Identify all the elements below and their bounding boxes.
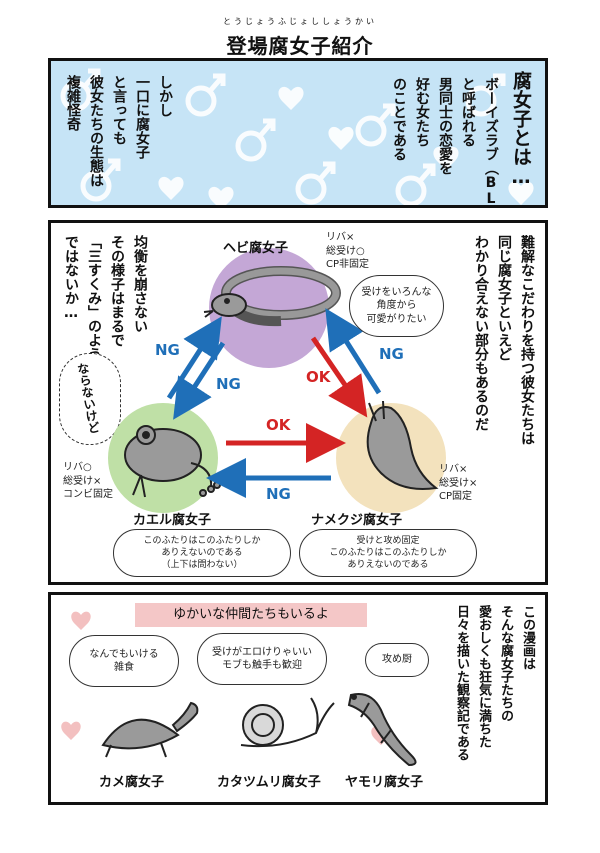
frog-name: カエル腐女子 bbox=[133, 513, 212, 528]
page-title-ruby: とうじょうふじょししょうかい bbox=[223, 17, 377, 26]
snail-name: カタツムリ腐女子 bbox=[217, 775, 321, 790]
intro-text-right: ボーイズラブ（BL） と呼ばれる 男同士の恋愛を 好む女たち のことである bbox=[389, 77, 501, 208]
intro-line: 一口に腐女子 bbox=[134, 75, 150, 159]
snake-name: ヘビ腐女子 bbox=[223, 241, 289, 256]
intro-line: 男同士の恋愛を bbox=[437, 77, 453, 175]
narration-left: 均衡を崩さない その様子はまるで 「三すくみ」のよう ではないか… bbox=[61, 235, 150, 361]
turtle-drawing bbox=[101, 701, 199, 758]
narration-line: そんな腐女子たちの bbox=[498, 605, 513, 722]
intro-line: のことである bbox=[391, 77, 407, 161]
ng-label-bottom: NG bbox=[266, 485, 291, 503]
friends-drawings bbox=[61, 611, 417, 767]
snail-drawing bbox=[240, 697, 335, 748]
ok-label-right: OK bbox=[306, 368, 331, 386]
intro-panel: 腐女子とは… ボーイズラブ（BL） と呼ばれる 男同士の恋愛を 好む女たち のこ… bbox=[48, 58, 548, 208]
slug-drawing bbox=[366, 400, 439, 490]
friends-banner: ゆかいな仲間たちもいるよ bbox=[135, 603, 367, 627]
frog-bubble: このふたりはこのふたりしか ありえないのである （上下は問わない） bbox=[113, 529, 291, 577]
arrow-snake-to-slug bbox=[310, 336, 368, 418]
narration-line: 「三すくみ」のよう bbox=[86, 235, 102, 361]
snake-traits: リバ× 総受け○ CP非固定 bbox=[326, 232, 370, 270]
gecko-bubble: 攻め厨 bbox=[365, 643, 429, 677]
narration-line: この漫画は bbox=[520, 605, 535, 670]
intro-line: ボーイズラブ（BL） bbox=[483, 77, 499, 208]
intro-line: と呼ばれる bbox=[460, 77, 476, 147]
slug-bubble: 受けと攻め固定 このふたりはこのふたりしか ありえないのである bbox=[299, 529, 477, 577]
snake-drawing bbox=[203, 266, 341, 327]
aside-burst: ならないけど bbox=[59, 353, 121, 445]
page-title: 登場腐女子紹介 bbox=[226, 34, 374, 58]
ng-label-left-outer: NG bbox=[155, 341, 180, 359]
narration-line: ではないか… bbox=[63, 235, 79, 321]
turtle-bubble: なんでもいける 雑食 bbox=[69, 635, 179, 687]
friends-panel: ゆかいな仲間たちもいるよ この漫画は そんな腐女子たちの 愛おしくも狂気に満ちた… bbox=[48, 592, 548, 805]
ok-label-bottom: OK bbox=[266, 416, 291, 434]
male-symbol-pattern bbox=[60, 68, 534, 205]
gecko-name: ヤモリ腐女子 bbox=[345, 775, 424, 790]
narration-line: 同じ腐女子といえど bbox=[496, 235, 512, 361]
triangle-diagram bbox=[108, 248, 446, 513]
ng-label-right: NG bbox=[379, 345, 404, 363]
narration-line: その様子はまるで bbox=[109, 235, 125, 347]
slug-name: ナメクジ腐女子 bbox=[311, 513, 403, 528]
intro-text-left: しかし 一口に腐女子 と言っても 彼女たちの生態は 複雑怪奇 bbox=[63, 75, 175, 187]
intro-line: 彼女たちの生態は bbox=[88, 75, 104, 187]
narration-line: わかり合えない部分もあるのだ bbox=[473, 235, 489, 431]
intro-line: 複雑怪奇 bbox=[65, 75, 81, 131]
ng-label-left-inner: NG bbox=[216, 375, 241, 393]
narration-line: 難解なこだわりを持つ彼女たちは bbox=[519, 235, 535, 445]
gecko-drawing bbox=[347, 693, 417, 767]
arrow-snake-to-frog bbox=[173, 341, 226, 420]
triangle-panel: 難解なこだわりを持つ彼女たちは 同じ腐女子といえど わかり合えない部分もあるのだ… bbox=[48, 220, 548, 585]
intro-heading: 腐女子とは… bbox=[510, 71, 532, 188]
intro-line: 好む女たち bbox=[414, 77, 430, 147]
narration-line: 愛おしくも狂気に満ちた bbox=[476, 605, 491, 748]
friends-narration: この漫画は そんな腐女子たちの 愛おしくも狂気に満ちた 日々を描いた観察記である bbox=[452, 605, 537, 761]
narration-line: 均衡を崩さない bbox=[132, 235, 148, 333]
narration-line: 日々を描いた観察記である bbox=[454, 605, 469, 761]
intro-line: しかし bbox=[157, 75, 173, 117]
frog-drawing bbox=[124, 425, 221, 498]
slug-traits: リバ× 総受け× CP固定 bbox=[439, 464, 478, 502]
snake-bubble: 受けをいろんな 角度から 可愛がりたい bbox=[349, 275, 444, 337]
narration-right: 難解なこだわりを持つ彼女たちは 同じ腐女子といえど わかり合えない部分もあるのだ bbox=[471, 235, 537, 445]
arrow-slug-to-snake bbox=[325, 308, 382, 395]
intro-line: と言っても bbox=[111, 75, 127, 145]
frog-traits: リバ○ 総受け× コンビ固定 bbox=[63, 462, 113, 500]
turtle-name: カメ腐女子 bbox=[99, 775, 165, 790]
snail-bubble: 受けがエロけりゃいい モブも触手も歓迎 bbox=[197, 633, 327, 685]
